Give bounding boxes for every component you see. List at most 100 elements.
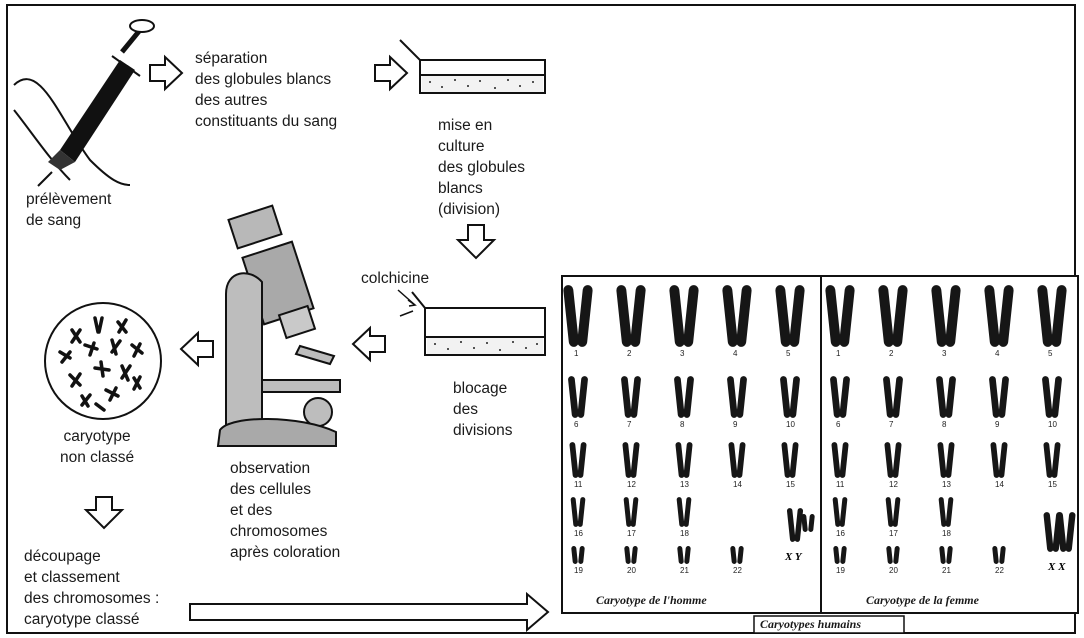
microscope-icon <box>216 204 341 447</box>
chromosome-7 <box>621 376 632 418</box>
chromosome-number-4: 4 <box>995 349 1000 358</box>
unclassified-karyotype-icon <box>44 302 162 420</box>
sex-chromosome <box>786 508 796 542</box>
chromosome-number-17: 17 <box>627 529 636 538</box>
chromosome-5 <box>1037 285 1053 347</box>
chromosome-14 <box>736 442 746 478</box>
chromosome-number-7: 7 <box>627 420 632 429</box>
chromosome-3 <box>683 285 699 347</box>
chromosome-3 <box>931 285 947 347</box>
step-non-classe: caryotype non classé <box>60 428 135 466</box>
chromosome-number-11: 11 <box>836 480 845 489</box>
chromosome-10 <box>789 376 800 418</box>
colchicine-dish-icon <box>397 289 546 356</box>
chromosome-22 <box>999 546 1006 564</box>
chromosome-number-4: 4 <box>733 349 738 358</box>
step-blocage: blocage des divisions <box>453 380 513 439</box>
step-culture: mise en culture des globules blancs (div… <box>438 117 526 218</box>
chromosome-number-10: 10 <box>786 420 795 429</box>
panel-caption: Caryotypes humains <box>760 617 862 631</box>
chromosome-number-8: 8 <box>680 420 685 429</box>
culture-dish-icon <box>399 39 546 94</box>
chromosome-4 <box>984 285 1000 347</box>
chromosome-16 <box>577 497 586 527</box>
chromosome-13 <box>683 442 693 478</box>
chromosome-4 <box>722 285 738 347</box>
chromosome-number-19: 19 <box>574 566 583 575</box>
chromosome-9 <box>727 376 738 418</box>
step-prelevement: prélèvement de sang <box>26 191 112 229</box>
chromosome-16 <box>570 497 579 527</box>
arrow-left-1 <box>351 325 386 363</box>
chromosome-number-15: 15 <box>786 480 795 489</box>
chromosome-13 <box>945 442 955 478</box>
male-sex-label: X Y <box>784 551 803 563</box>
chromosome-number-20: 20 <box>627 566 636 575</box>
chromosome-7 <box>892 376 903 418</box>
chromosome-20 <box>624 546 631 564</box>
chromosome-12 <box>622 442 632 478</box>
chromosome-13 <box>937 442 947 478</box>
chromosome-number-1: 1 <box>836 349 841 358</box>
female-sex-label: X X <box>1047 561 1066 573</box>
chromosome-19 <box>578 546 585 564</box>
chromosome-1 <box>825 285 841 347</box>
sex-chromosome <box>794 508 804 542</box>
chromosome-number-14: 14 <box>995 480 1004 489</box>
chromosome-number-21: 21 <box>942 566 951 575</box>
arrow-right-1 <box>149 54 184 92</box>
chromosome-8 <box>683 376 694 418</box>
chromosome-17 <box>630 497 639 527</box>
chromosome-1 <box>577 285 593 347</box>
chromosome-number-10: 10 <box>1048 420 1057 429</box>
sex-chromosome <box>808 514 815 532</box>
chromosome-2 <box>616 285 632 347</box>
chromosome-19 <box>840 546 847 564</box>
chromosome-5 <box>789 285 805 347</box>
chromosome-number-21: 21 <box>680 566 689 575</box>
chromosome-number-19: 19 <box>836 566 845 575</box>
chromosome-4 <box>736 285 752 347</box>
chromosome-2 <box>630 285 646 347</box>
chromosome-1 <box>839 285 855 347</box>
chromosome-10 <box>780 376 791 418</box>
chromosome-10 <box>1042 376 1053 418</box>
chromosome-number-1: 1 <box>574 349 579 358</box>
chromosome-19 <box>571 546 578 564</box>
step-separation: séparation des globules blancs des autre… <box>195 50 338 130</box>
chromosome-5 <box>775 285 791 347</box>
chromosome-22 <box>737 546 744 564</box>
chromosome-11 <box>577 442 587 478</box>
chromosome-8 <box>936 376 947 418</box>
chromosome-number-2: 2 <box>889 349 894 358</box>
chromosome-number-9: 9 <box>995 420 1000 429</box>
arrow-right-2 <box>374 54 409 92</box>
chromosome-number-6: 6 <box>574 420 579 429</box>
chromosome-11 <box>831 442 841 478</box>
colchicine-label: colchicine <box>361 270 430 287</box>
chromosome-number-15: 15 <box>1048 480 1057 489</box>
chromosome-22 <box>730 546 737 564</box>
chromosome-number-5: 5 <box>786 349 791 358</box>
chromosome-20 <box>886 546 893 564</box>
chromosome-15 <box>789 442 799 478</box>
chromosome-18 <box>683 497 692 527</box>
chromosome-5 <box>1051 285 1067 347</box>
chromosome-17 <box>892 497 901 527</box>
chromosome-16 <box>839 497 848 527</box>
chromosome-20 <box>631 546 638 564</box>
chromosome-number-3: 3 <box>680 349 685 358</box>
chromosome-7 <box>630 376 641 418</box>
male-karyotype-caption: Caryotype de l'homme <box>596 593 707 607</box>
chromosome-21 <box>939 546 946 564</box>
chromosome-number-18: 18 <box>680 529 689 538</box>
chromosome-number-17: 17 <box>889 529 898 538</box>
female-karyotype-caption: Caryotype de la femme <box>866 593 979 607</box>
chromosome-16 <box>832 497 841 527</box>
chromosome-number-12: 12 <box>889 480 898 489</box>
arrow-down-1 <box>455 224 497 260</box>
step-decoupage: découpage et classement des chromosomes … <box>24 548 160 628</box>
chromosome-number-11: 11 <box>574 480 583 489</box>
chromosome-number-8: 8 <box>942 420 947 429</box>
chromosome-number-20: 20 <box>889 566 898 575</box>
